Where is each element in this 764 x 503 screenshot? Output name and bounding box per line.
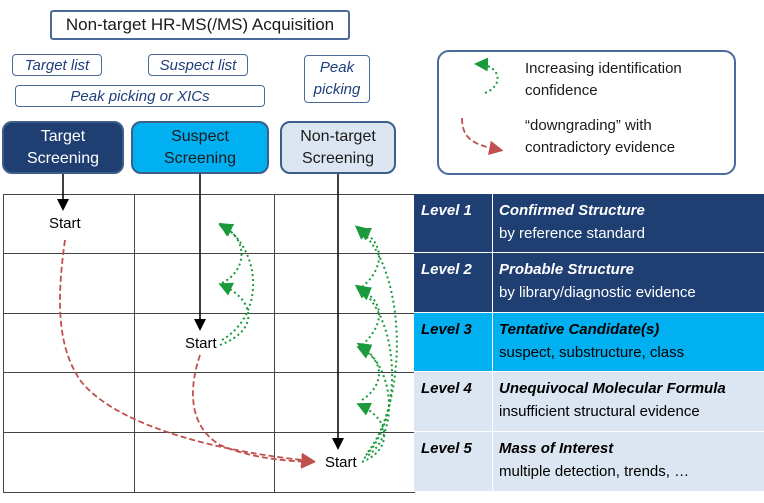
legend-red-arrow xyxy=(461,117,504,155)
suspect-list-box: Suspect list xyxy=(148,54,248,76)
legend-increasing-line1: Increasing identification xyxy=(525,60,682,77)
level-row: Level 3 Tentative Candidate(s) suspect, su… xyxy=(414,313,764,372)
target-list-label: Target list xyxy=(24,56,90,74)
level-description: insufficient structural evidence xyxy=(499,403,700,420)
level-divider xyxy=(492,372,493,431)
suspect-list-label: Suspect list xyxy=(159,56,237,74)
suspect-screening-box: Suspect Screening xyxy=(131,121,269,174)
non-target-screening-line1: Non-target xyxy=(300,127,376,145)
legend-downgrading-line1: “downgrading” with xyxy=(525,117,652,134)
suspect-screening-line1: Suspect xyxy=(171,127,229,145)
non-target-green-arrow-6 xyxy=(356,287,380,346)
suspect-screening-line2: Screening xyxy=(163,149,237,167)
peak-picking-xics-box: Peak picking or XICs xyxy=(15,85,265,107)
target-screening-line2: Screening xyxy=(26,149,100,167)
level-row: Level 2 Probable Structure by library/diag… xyxy=(414,253,764,313)
level-description: by library/diagnostic evidence xyxy=(499,284,696,301)
peak-picking-line2: picking xyxy=(313,81,361,98)
start-target: Start xyxy=(49,215,81,232)
target-screening-box: Target Screening xyxy=(2,121,124,174)
start-non-target: Start xyxy=(325,454,357,471)
level-label: Level 1 xyxy=(421,202,472,219)
non-target-green-arrow-3 xyxy=(354,284,394,456)
level-divider xyxy=(492,253,493,312)
legend-green-arrow xyxy=(474,57,499,94)
peak-picking-xics-label: Peak picking or XICs xyxy=(70,87,210,105)
level-divider xyxy=(492,432,493,491)
legend-box xyxy=(437,50,736,175)
level-title: Mass of Interest xyxy=(499,440,614,457)
level-description: by reference standard xyxy=(499,225,645,242)
target-screening-line1: Target xyxy=(40,127,86,145)
legend-increasing-text: Increasing identification confidence xyxy=(525,58,682,102)
target-list-box: Target list xyxy=(12,54,102,76)
non-target-green-arrow-5 xyxy=(356,346,380,401)
peak-picking-line1: Peak xyxy=(319,59,355,76)
level-label: Level 2 xyxy=(421,261,472,278)
level-description: suspect, substructure, class xyxy=(499,344,685,361)
level-row: Level 4 Unequivocal Molecular Formula insu… xyxy=(414,372,764,432)
level-label: Level 4 xyxy=(421,380,472,397)
level-row: Level 1 Confirmed Structure by reference s… xyxy=(414,194,764,253)
level-title: Tentative Candidate(s) xyxy=(499,321,660,338)
peak-picking-box: Peak picking xyxy=(304,55,370,103)
level-title: Probable Structure xyxy=(499,261,635,278)
non-target-screening-line2: Screening xyxy=(301,149,375,167)
legend-downgrading-text: “downgrading” with contradictory evidenc… xyxy=(525,115,675,159)
suspect-red-arrow xyxy=(192,354,316,469)
start-suspect: Start xyxy=(185,335,217,352)
suspect-green-arrow-2 xyxy=(218,222,255,341)
target-red-arrow xyxy=(59,239,316,468)
non-target-green-arrow-4 xyxy=(354,225,398,453)
suspect-green-arrow-1 xyxy=(218,282,250,346)
level-description: multiple detection, trends, … xyxy=(499,463,690,480)
level-divider xyxy=(492,313,493,371)
non-target-screening-box: Non-target Screening xyxy=(280,121,396,174)
suspect-green-arrow-3 xyxy=(218,223,243,284)
level-label: Level 3 xyxy=(421,321,472,338)
level-title: Confirmed Structure xyxy=(499,202,645,219)
non-target-green-arrow-7 xyxy=(356,228,380,288)
non-target-green-arrow-2 xyxy=(356,342,390,459)
level-label: Level 5 xyxy=(421,440,472,457)
level-divider xyxy=(492,194,493,252)
legend-increasing-line2: confidence xyxy=(525,82,598,99)
acquisition-title: Non-target HR-MS(/MS) Acquisition xyxy=(65,15,335,34)
level-row: Level 5 Mass of Interest multiple detectio… xyxy=(414,432,764,492)
acquisition-title-box: Non-target HR-MS(/MS) Acquisition xyxy=(50,10,350,40)
level-title: Unequivocal Molecular Formula xyxy=(499,380,726,397)
legend-downgrading-line2: contradictory evidence xyxy=(525,139,676,156)
